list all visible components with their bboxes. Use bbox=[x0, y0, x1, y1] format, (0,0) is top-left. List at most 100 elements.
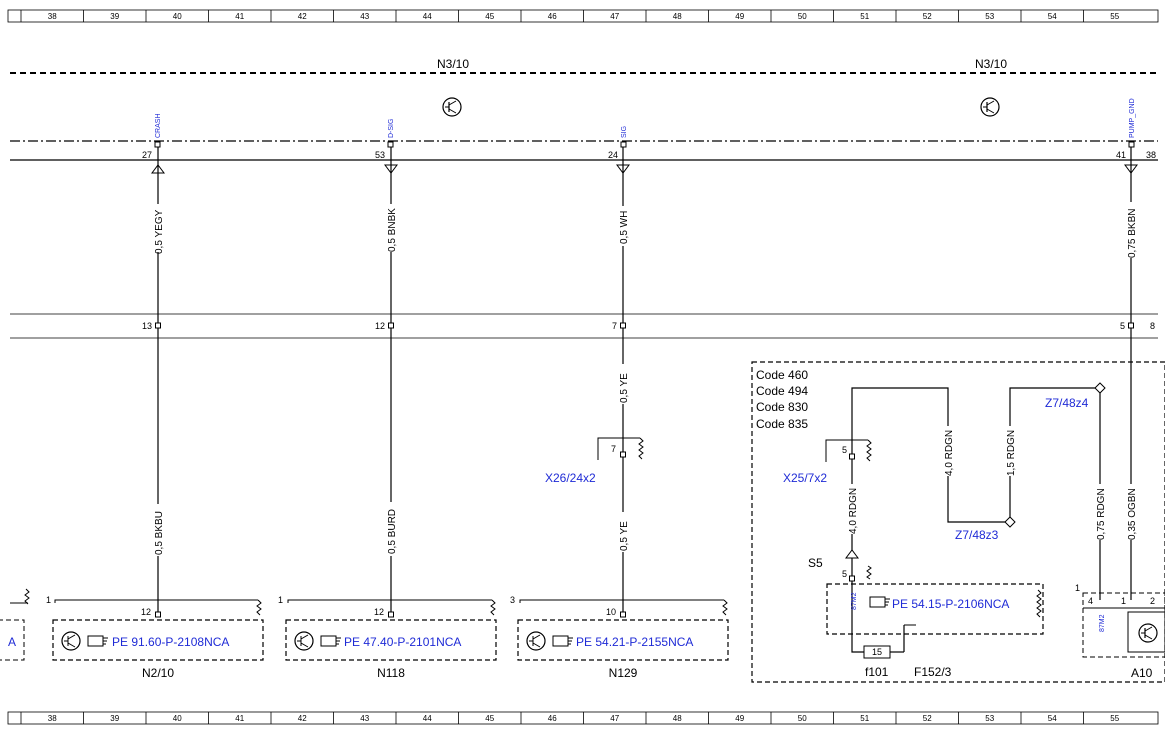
splice-label: Z7/48z4 bbox=[1045, 396, 1089, 410]
ruler-number: 41 bbox=[235, 12, 244, 21]
pin-number: 7 bbox=[612, 321, 617, 331]
ruler-number: 43 bbox=[360, 12, 369, 21]
splice-icon bbox=[1004, 382, 1106, 528]
ruler-number: 52 bbox=[923, 12, 932, 21]
svg-text:1: 1 bbox=[46, 595, 51, 605]
pin-number: 13 bbox=[142, 321, 152, 331]
ruler-number: 41 bbox=[235, 714, 244, 723]
ruler-number: 46 bbox=[548, 12, 557, 21]
ruler-number: 53 bbox=[985, 12, 994, 21]
wire-label: 0,5 BNBK bbox=[387, 208, 398, 252]
ruler-number: 53 bbox=[985, 714, 994, 723]
ruler-number: 50 bbox=[798, 714, 807, 723]
wire-label: 0,5 BURD bbox=[387, 509, 398, 554]
svg-text:10: 10 bbox=[606, 607, 616, 617]
fuse-block: F152/3 bbox=[914, 665, 952, 679]
svg-text:Code 835: Code 835 bbox=[756, 417, 808, 431]
pin-number: 5 bbox=[1120, 321, 1125, 331]
ruler-number: 38 bbox=[48, 714, 57, 723]
signal-label-dsig: D-SIG bbox=[388, 119, 395, 138]
ruler-number: 44 bbox=[423, 714, 432, 723]
svg-text:5: 5 bbox=[842, 445, 847, 455]
svg-text:1: 1 bbox=[278, 595, 283, 605]
wire-label: 1,5 RDGN bbox=[1006, 430, 1017, 476]
ruler-number: 48 bbox=[673, 12, 682, 21]
component-n118: 1 12 PE 47.40-P-2101NCA N118 bbox=[278, 595, 497, 680]
ruler-number: 46 bbox=[548, 714, 557, 723]
svg-text:Code 494: Code 494 bbox=[756, 384, 808, 398]
component-n129: 3 10 PE 54.21-P-2155NCA N129 bbox=[510, 595, 729, 680]
svg-text:Code 830: Code 830 bbox=[756, 400, 808, 414]
module-label-left: N3/10 bbox=[437, 57, 469, 71]
ruler-number: 54 bbox=[1048, 714, 1057, 723]
ruler-number: 43 bbox=[360, 714, 369, 723]
pin-number: 8 bbox=[1150, 321, 1155, 331]
svg-text:4: 4 bbox=[1088, 596, 1093, 606]
hand-pointer-icon bbox=[552, 635, 573, 647]
ruler-number: 47 bbox=[610, 714, 619, 723]
wire-label: 0,35 OGBN bbox=[1127, 488, 1138, 540]
transistor-icon bbox=[980, 97, 1000, 117]
wire-label: 0,75 RDGN bbox=[1096, 488, 1107, 540]
pin-number: 24 bbox=[608, 150, 618, 160]
connector-label: X26/24x2 bbox=[545, 471, 596, 485]
ruler-number: 51 bbox=[860, 12, 869, 21]
ruler-number: 45 bbox=[485, 12, 494, 21]
wire-label: 4,0 RDGN bbox=[944, 430, 955, 476]
ruler-number: 42 bbox=[298, 12, 307, 21]
ruler-number: 54 bbox=[1048, 12, 1057, 21]
connector-x26: 7 X26/24x2 bbox=[545, 437, 644, 485]
ruler-number: 39 bbox=[110, 714, 119, 723]
ruler-number: 48 bbox=[673, 714, 682, 723]
connector-x25: 5 X25/7x2 bbox=[783, 439, 872, 485]
component-ref-link[interactable]: PE 91.60-P-2108NCA bbox=[112, 635, 229, 649]
a10-side-label: 87M2 bbox=[1099, 614, 1106, 632]
a10-label: A10 bbox=[1131, 666, 1153, 680]
ruler-number: 52 bbox=[923, 714, 932, 723]
transistor-icon bbox=[1138, 623, 1158, 643]
signal-label-pump-gnd: PUMP_GND bbox=[1129, 98, 1136, 138]
ruler-number: 55 bbox=[1110, 12, 1119, 21]
component-ref-link[interactable]: PE 47.40-P-2101NCA bbox=[344, 635, 461, 649]
ruler-number: 55 bbox=[1110, 714, 1119, 723]
pin-number: 38 bbox=[1146, 150, 1156, 160]
svg-text:12: 12 bbox=[374, 607, 384, 617]
component-name: N118 bbox=[377, 666, 405, 680]
svg-text:12: 12 bbox=[141, 607, 151, 617]
wire-label: 0,5 BKBU bbox=[154, 511, 165, 555]
ruler-number: 49 bbox=[735, 714, 744, 723]
wire-label: 0,5 YE bbox=[619, 521, 630, 551]
hand-pointer-icon bbox=[869, 596, 890, 608]
ruler-number: 40 bbox=[173, 12, 182, 21]
component-n2-10: 1 12 PE 91.60-P-2108NCA N2/10 bbox=[46, 595, 264, 680]
partial-ref: A bbox=[8, 635, 16, 649]
component-name: N2/10 bbox=[142, 666, 174, 680]
svg-text:7: 7 bbox=[611, 444, 616, 454]
wire-label: 0,5 YE bbox=[619, 373, 630, 403]
svg-text:1: 1 bbox=[1121, 596, 1126, 606]
connector-label: X25/7x2 bbox=[783, 471, 827, 485]
ruler-number: 40 bbox=[173, 714, 182, 723]
fuse-value: 15 bbox=[872, 647, 882, 657]
wire-label: 0,5 WH bbox=[619, 211, 630, 244]
ruler-number: 38 bbox=[48, 12, 57, 21]
ruler-number: 45 bbox=[485, 714, 494, 723]
relay-ref-link[interactable]: PE 54.15-P-2106NCA bbox=[892, 597, 1009, 611]
wire-label: 0,5 YEGY bbox=[154, 209, 165, 254]
svg-text:5: 5 bbox=[842, 569, 847, 579]
relay-side-label: 87M2 bbox=[851, 592, 858, 610]
module-label-right: N3/10 bbox=[975, 57, 1007, 71]
code-list: Code 460 Code 494 Code 830 Code 835 bbox=[756, 368, 808, 431]
ruler-number: 49 bbox=[735, 12, 744, 21]
component-ref-link[interactable]: PE 54.21-P-2155NCA bbox=[576, 635, 693, 649]
svg-text:1: 1 bbox=[1075, 583, 1080, 593]
fuse-name: f101 bbox=[865, 665, 889, 679]
splice-label: Z7/48z3 bbox=[955, 528, 999, 542]
ruler-number: 39 bbox=[110, 12, 119, 21]
component-name: N129 bbox=[609, 666, 638, 680]
wire-label: 4,0 RDGN bbox=[848, 488, 859, 534]
ruler-number: 50 bbox=[798, 12, 807, 21]
